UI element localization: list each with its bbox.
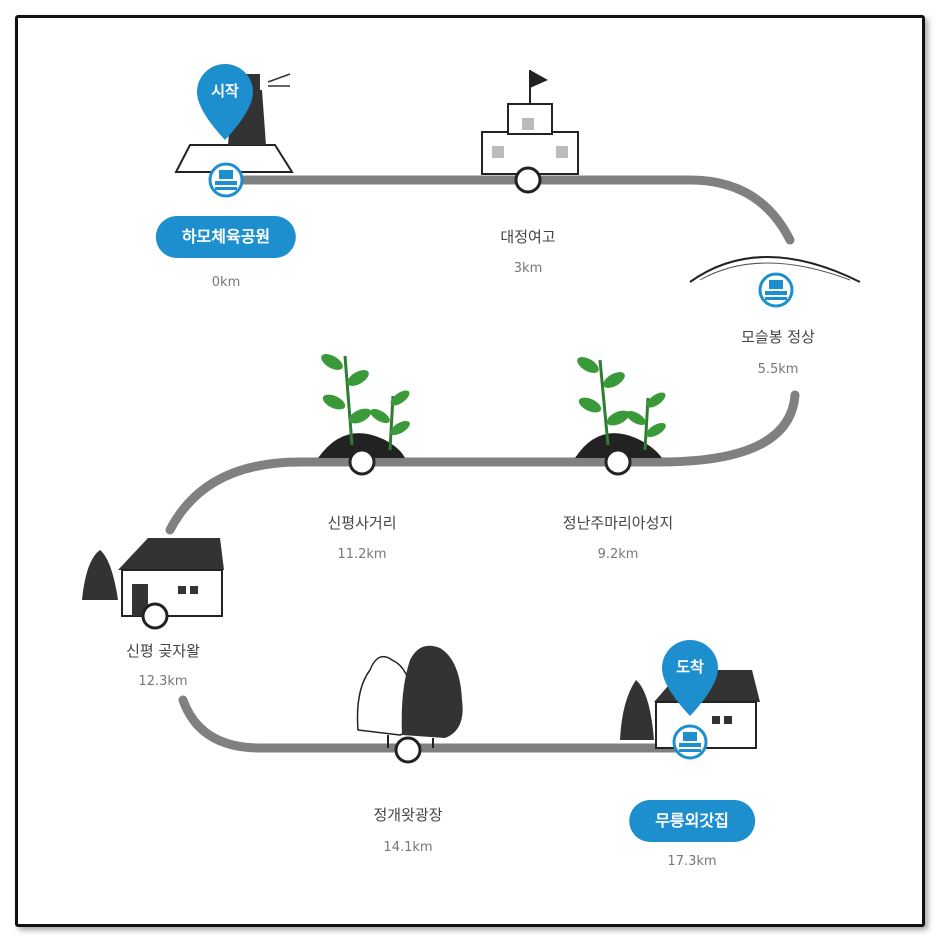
waypoint-gotjawal[interactable] <box>141 602 169 630</box>
stop-moseulbong-name: 모슬봉 정상 <box>741 328 815 346</box>
stop-gotjawal-name: 신평 곶자왈 <box>126 642 200 660</box>
school-icon <box>481 70 579 175</box>
stop-mureung-name[interactable]: 무릉외갓집 <box>629 800 755 842</box>
stop-sinpyeong-cross-name: 신평사거리 <box>327 514 397 532</box>
stop-moseulbong-distance: 5.5km <box>757 362 799 377</box>
start-badge: 시작 <box>211 82 239 100</box>
waypoint-sinpyeong-cross[interactable] <box>348 448 376 476</box>
stop-jeonggaewat-name: 정개왓광장 <box>373 806 443 824</box>
sprout-icon-sinpyeong <box>318 354 410 458</box>
end-badge: 도착 <box>676 658 704 676</box>
stop-mureung-distance: 17.3km <box>667 854 717 869</box>
course-map-frame <box>15 15 925 927</box>
stop-jeongnan-distance: 9.2km <box>597 547 639 562</box>
stop-sinpyeong-cross-distance: 11.2km <box>337 547 387 562</box>
house-icon-gotjawal <box>82 538 224 617</box>
stamp-marker-mureung[interactable] <box>672 724 708 760</box>
waypoint-jeongnan[interactable] <box>604 448 632 476</box>
stamp-marker-moseulbong[interactable] <box>758 272 794 308</box>
route-path <box>165 175 800 753</box>
end-pin-icon <box>662 640 718 716</box>
stop-gotjawal-distance: 12.3km <box>138 674 188 689</box>
stop-daejeong-distance: 3km <box>513 261 543 276</box>
waypoint-jeonggaewat[interactable] <box>394 736 422 764</box>
stop-jeongnan-name: 정난주마리아성지 <box>562 514 674 532</box>
sprout-icon-jeongnan <box>575 357 666 458</box>
start-pin-icon <box>197 64 253 140</box>
stop-daejeong-name: 대정여고 <box>500 228 556 246</box>
mountain-icon <box>689 256 861 283</box>
stamp-marker-hamo[interactable] <box>208 162 244 198</box>
tree-icon-jeonggaewat <box>356 645 463 748</box>
waypoint-daejeong[interactable] <box>514 166 542 194</box>
stop-jeonggaewat-distance: 14.1km <box>383 840 433 855</box>
stop-hamo-name[interactable]: 하모체육공원 <box>155 216 297 258</box>
stop-hamo-distance: 0km <box>211 275 241 290</box>
